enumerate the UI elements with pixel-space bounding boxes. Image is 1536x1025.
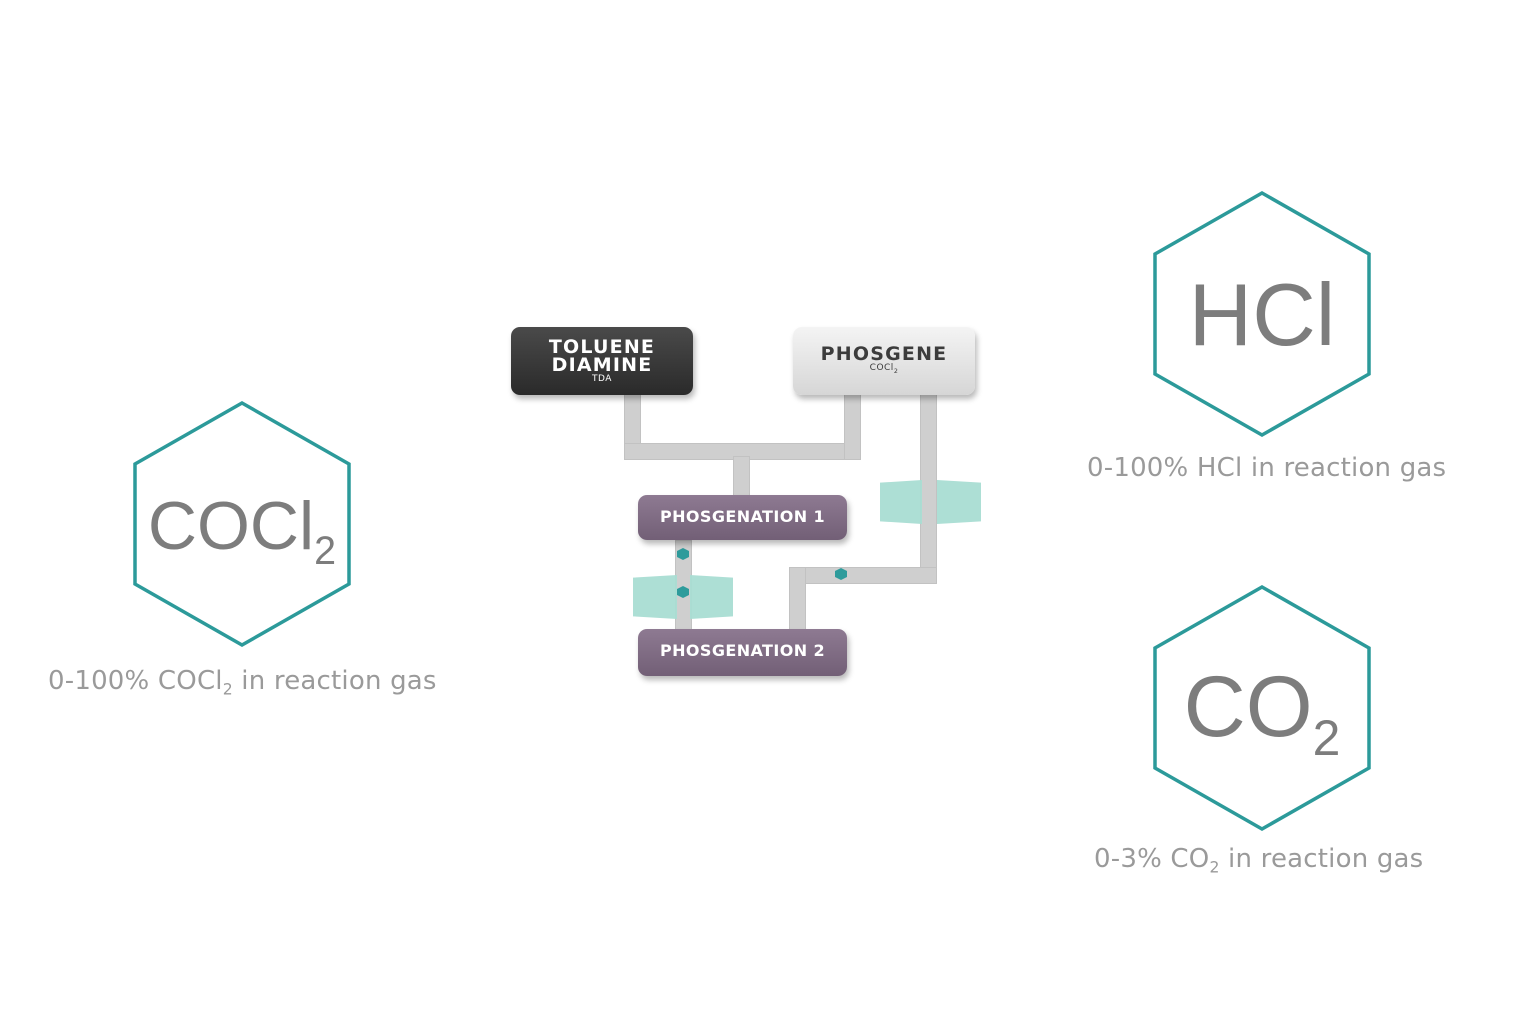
pipe-feed-join <box>624 443 861 460</box>
cocl2-hexagon-icon <box>133 400 351 648</box>
cocl2-symbol: COCl2 <box>133 492 351 571</box>
pipe-phosgene-down <box>844 393 861 460</box>
cocl2-caption-start: 0-100% COCl <box>48 666 223 696</box>
pipe-recycle-down <box>789 567 806 631</box>
cocl2-caption-subscript: 2 <box>222 680 233 699</box>
hcl-caption: 0-100% HCl in reaction gas <box>1087 453 1447 483</box>
flow-marker-icon <box>835 568 847 580</box>
co2-caption-end: in reaction gas <box>1219 844 1424 874</box>
hcl-symbol: HCl <box>1153 271 1371 359</box>
co2-symbol-main: CO <box>1183 659 1313 755</box>
valve-left-left-half <box>633 575 677 619</box>
phosgene-label: PHOSGENE <box>820 343 948 365</box>
cocl2-caption-end: in reaction gas <box>232 666 437 696</box>
valve-right-right-half <box>937 480 981 524</box>
co2-symbol-subscript: 2 <box>1312 709 1341 766</box>
phosgenation-1-box: PHOSGENATION 1 <box>638 495 847 540</box>
tda-label-line1: TOLUENE <box>548 336 656 358</box>
phosgenation-2-box: PHOSGENATION 2 <box>638 629 847 676</box>
phosgene-formula-subscript: 2 <box>893 367 899 375</box>
cocl2-symbol-main: COCl <box>147 488 315 564</box>
co2-hexagon-icon <box>1153 584 1371 832</box>
valve-right-left-half <box>880 480 922 524</box>
tda-abbreviation: TDA <box>592 374 612 384</box>
phosgene-formula: COCl2 <box>793 363 975 375</box>
pipe-phosgene-right <box>920 393 937 584</box>
flow-marker-icon <box>677 586 689 598</box>
valve-left-right-half <box>690 575 733 619</box>
co2-caption: 0-3% CO2 in reaction gas <box>1094 844 1424 875</box>
pipe-to-phosgenation-1 <box>733 456 750 496</box>
tda-box: TOLUENE DIAMINE TDA <box>511 327 693 395</box>
flow-marker-icon <box>677 548 689 560</box>
co2-caption-start: 0-3% CO <box>1094 844 1210 874</box>
co2-symbol: CO2 <box>1153 664 1371 763</box>
cocl2-caption: 0-100% COCl2 in reaction gas <box>48 666 437 697</box>
hcl-hexagon-icon <box>1153 190 1371 438</box>
pipe-recycle-horizontal <box>789 567 937 584</box>
phosgene-box: PHOSGENE COCl2 <box>793 327 975 395</box>
co2-caption-subscript: 2 <box>1209 858 1220 877</box>
phosgene-formula-main: COCl <box>869 363 894 373</box>
tda-label-line2: DIAMINE <box>551 354 653 376</box>
hcl-symbol-main: HCl <box>1188 265 1336 364</box>
pipe-stage-link <box>675 540 692 632</box>
cocl2-symbol-subscript: 2 <box>314 528 337 573</box>
